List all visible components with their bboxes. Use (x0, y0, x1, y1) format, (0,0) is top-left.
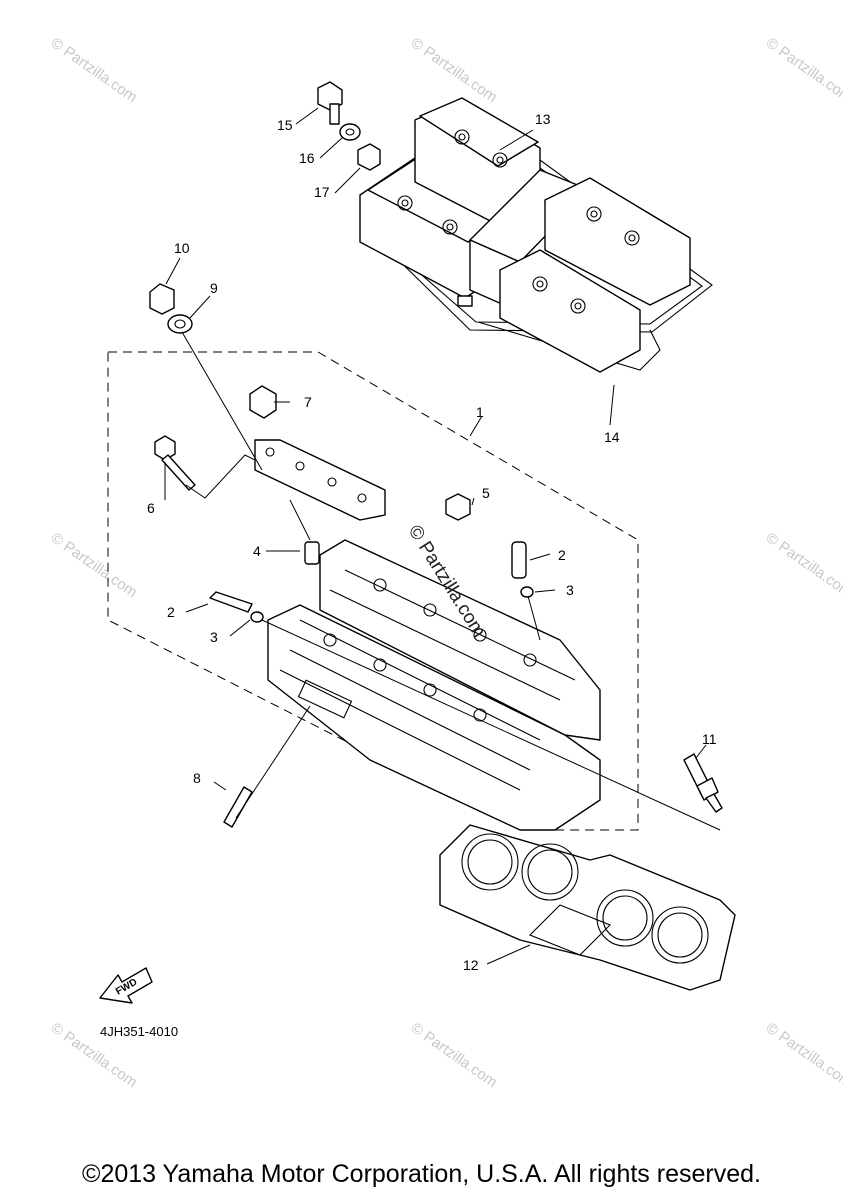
callout-9: 9 (210, 280, 218, 296)
dowel-pin-part (209, 591, 253, 613)
callout-17: 17 (314, 184, 330, 200)
cylinder-head-assembly-boundary (107, 351, 639, 831)
o-ring-part (520, 586, 534, 598)
callout-5: 5 (482, 485, 490, 501)
watermark: © Partzilla.com (48, 34, 141, 106)
oil-delivery-pipe (254, 439, 386, 521)
callout-4: 4 (253, 543, 261, 559)
watermark: © Partzilla.com (763, 1019, 843, 1091)
leader-lines (164, 107, 721, 965)
watermark: © Partzilla.com (763, 529, 843, 601)
diagram-code: 4JH351-4010 (100, 1024, 178, 1039)
cover-bolt-parts (317, 81, 381, 171)
callout-2: 2 (558, 547, 566, 563)
watermark: © Partzilla.com (408, 34, 501, 106)
stud-part-4 (304, 541, 320, 565)
copyright-notice: ©2013 Yamaha Motor Corporation, U.S.A. A… (82, 1160, 761, 1188)
callout-12: 12 (463, 957, 479, 973)
dowel-pin-part (511, 541, 527, 579)
callout-14: 14 (604, 429, 620, 445)
watermark: © Partzilla.com (763, 34, 843, 106)
callout-6: 6 (147, 500, 155, 516)
callout-15: 15 (277, 117, 293, 133)
callout-2: 2 (167, 604, 175, 620)
stud-part-8 (223, 786, 253, 828)
bolt-part-6 (154, 435, 196, 491)
callout-3: 3 (210, 629, 218, 645)
cylinder-head-gasket (439, 824, 736, 991)
callout-labels: 15 16 17 13 14 10 9 7 1 6 5 4 2 3 2 3 8 … (147, 111, 717, 973)
watermark: © Partzilla.com (408, 1019, 501, 1091)
callout-1: 1 (476, 404, 484, 420)
callout-16: 16 (299, 150, 315, 166)
o-ring-part (250, 611, 264, 623)
callout-13: 13 (535, 111, 551, 127)
head-bolt-parts-9-10 (149, 283, 193, 334)
spark-plug-part (683, 753, 723, 813)
callout-7: 7 (304, 394, 312, 410)
callout-3: 3 (566, 582, 574, 598)
callout-8: 8 (193, 770, 201, 786)
fwd-arrow-icon: FWD (99, 967, 153, 1004)
callout-10: 10 (174, 240, 190, 256)
watermark: © Partzilla.com (48, 529, 141, 601)
cylinder-head-cover (359, 97, 713, 373)
callout-11: 11 (702, 731, 717, 747)
cylinder-head (267, 539, 601, 831)
bolt-part-5 (445, 493, 471, 521)
plug-part (249, 385, 277, 419)
